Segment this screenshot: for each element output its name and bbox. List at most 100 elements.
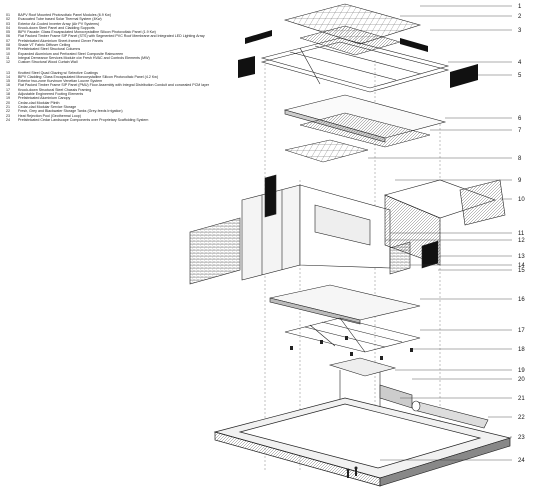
legend-number: 19 (6, 96, 10, 101)
legend-text: BIPV Cladding: Glass Encapsulated Monocr… (18, 74, 159, 79)
legend-text: Integral Demeanor Services Module c/w Fr… (18, 55, 150, 60)
human-figures (346, 466, 358, 478)
callout-number: 12 (518, 238, 525, 244)
legend-text: Prefabricated Cedar Landscape Components… (18, 117, 149, 122)
legend-item: 07 Prefabricated Aluminium Sheet-framed C… (6, 39, 211, 43)
legend-text: Exterior two-zone Kurvinum Venetian Louv… (18, 79, 103, 84)
legend-number: 06 (6, 34, 10, 39)
legend-item: 15 Exterior two-zone Kurvinum Venetian Lo… (6, 79, 211, 83)
legend-text: Flat Packed Timber Frame SIP Panel (STS)… (18, 34, 205, 39)
legend-number: 03 (6, 21, 10, 26)
legend-item: 20 Cedar-clad Modular Plinth (6, 101, 211, 105)
callout-number: 5 (518, 73, 522, 79)
chassis-frame (284, 317, 421, 353)
legend-item: 19 Prefabricated Aluminium Canopy (6, 96, 211, 100)
callout-number: 6 (518, 116, 522, 122)
legend-item: 10 Expanded Aluminium and Perforated Stee… (6, 52, 211, 56)
legend-item: 09 Prefabricated Steel Structural Columns (6, 47, 211, 51)
legend-number: 10 (6, 51, 10, 56)
callout-number: 22 (518, 415, 525, 421)
legend-number: 07 (6, 38, 10, 43)
legend-text: Evacuated Tube based Solar Thermal Syste… (18, 17, 102, 22)
legend-number: 12 (6, 60, 10, 65)
callout-number: 14 (518, 263, 525, 269)
legend-text: Cedar-clad Modular Plinth (18, 100, 60, 105)
callout-number: 19 (518, 368, 525, 374)
legend-text: Custom Structural Wood Curtain Wall (18, 60, 78, 65)
legend-text: Cedar-clad Modular Service Storage (18, 104, 77, 109)
callout-number: 4 (518, 60, 522, 66)
legend-text: Prefabricated Steel Structural Columns (18, 47, 81, 52)
callout-number: 15 (518, 268, 525, 274)
legend-number: 15 (6, 79, 10, 84)
callout-number: 21 (518, 396, 525, 402)
bipv-facade (238, 56, 478, 88)
legend-number: 02 (6, 17, 10, 22)
inverter-array (245, 30, 428, 52)
legend-text: Prefabricated Aluminium Sheet-framed Cle… (18, 38, 104, 43)
legend-text: Expanded Aluminium and Perforated Steel … (18, 51, 124, 56)
legend-item: 14 BIPV Cladding: Glass Encapsulated Mono… (6, 75, 211, 79)
legend-number: 09 (6, 47, 10, 52)
legend-item: 03 Exterior Air-Cooled Inverter Array (Ai… (6, 22, 211, 26)
legend-text: Prefabricated Aluminium Canopy (18, 96, 71, 101)
callout-number: 11 (518, 231, 525, 237)
callout-number: 10 (518, 197, 525, 203)
callout-number: 9 (518, 178, 522, 184)
legend-number: 04 (6, 25, 10, 30)
legend-number: 14 (6, 74, 10, 79)
water-tank (411, 400, 489, 429)
legend-text: Knock-down Structural Steel Chassis Fram… (18, 87, 92, 92)
legend-number: 22 (6, 109, 10, 114)
footings (290, 336, 413, 360)
legend-number: 18 (6, 92, 10, 97)
legend-item: 05 BIPV Facade: Glass Encapsulated Monocr… (6, 30, 211, 34)
legend-number: 20 (6, 100, 10, 105)
legend-text: Heat Rejection Pool (Geothermal Loop) (18, 113, 81, 118)
callout-number: 20 (518, 377, 525, 383)
legend-number: 05 (6, 30, 10, 35)
legend-text: Exterior Air-Cooled Inverter Array (Air … (18, 21, 100, 26)
ceiling-panel (299, 112, 431, 148)
legend-item: 11 Integral Demeanor Services Module c/w … (6, 56, 211, 60)
legend-item: 18 Adjustable Engineered Footing Elements (6, 92, 211, 96)
floor-assembly (269, 284, 421, 325)
legend-text: Knotted Steel Quad Glazing w/ Selective … (18, 70, 98, 75)
main-volume (189, 174, 506, 285)
legend-item: 06 Flat Packed Timber Frame SIP Panel (ST… (6, 34, 211, 38)
legend-number: 17 (6, 87, 10, 92)
callout-number: 3 (518, 28, 522, 34)
legend-item: 16 Flat Packed Timber Frame SIP Panel (PM… (6, 83, 211, 87)
legend-item: 04 Knock-down Steel Panel and Cladding Su… (6, 26, 211, 30)
legend-text: Fresh, Grey and Blackwater Storage Tanks… (18, 109, 123, 114)
legend-text: Flat Packed Timber Frame SIP Panel (PMU)… (18, 83, 210, 88)
legend-number: 16 (6, 83, 10, 88)
legend-item: 13 Knotted Steel Quad Glazing w/ Selectiv… (6, 71, 211, 75)
legend-text: BIPV Facade: Glass Encapsulated Monocrys… (18, 30, 156, 35)
callout-number: 17 (518, 328, 525, 334)
callout-number: 7 (518, 128, 522, 134)
callout-number: 1 (518, 4, 522, 10)
legend-text: BAPV Roof Mounted Photovoltaic Panel Mod… (18, 13, 111, 17)
legend-text: Adjustable Engineered Footing Elements (18, 92, 84, 97)
legend-number: 21 (6, 104, 10, 109)
legend-number: 13 (6, 70, 10, 75)
legend-item: 21 Cedar-clad Modular Service Storage (6, 105, 211, 109)
callout-number: 16 (518, 297, 525, 303)
legend-item: 12 Custom Structural Wood Curtain Wall (6, 60, 211, 64)
callout-number: 18 (518, 347, 525, 353)
legend-text: Knock-down Steel Panel and Cladding Supp… (18, 25, 95, 30)
callout-number: 24 (518, 458, 525, 464)
legend-item: 02 Evacuated Tube based Solar Thermal Sys… (6, 17, 211, 21)
roof-framing (260, 37, 450, 93)
legend-number: 11 (6, 55, 10, 60)
callout-number: 23 (518, 435, 525, 441)
